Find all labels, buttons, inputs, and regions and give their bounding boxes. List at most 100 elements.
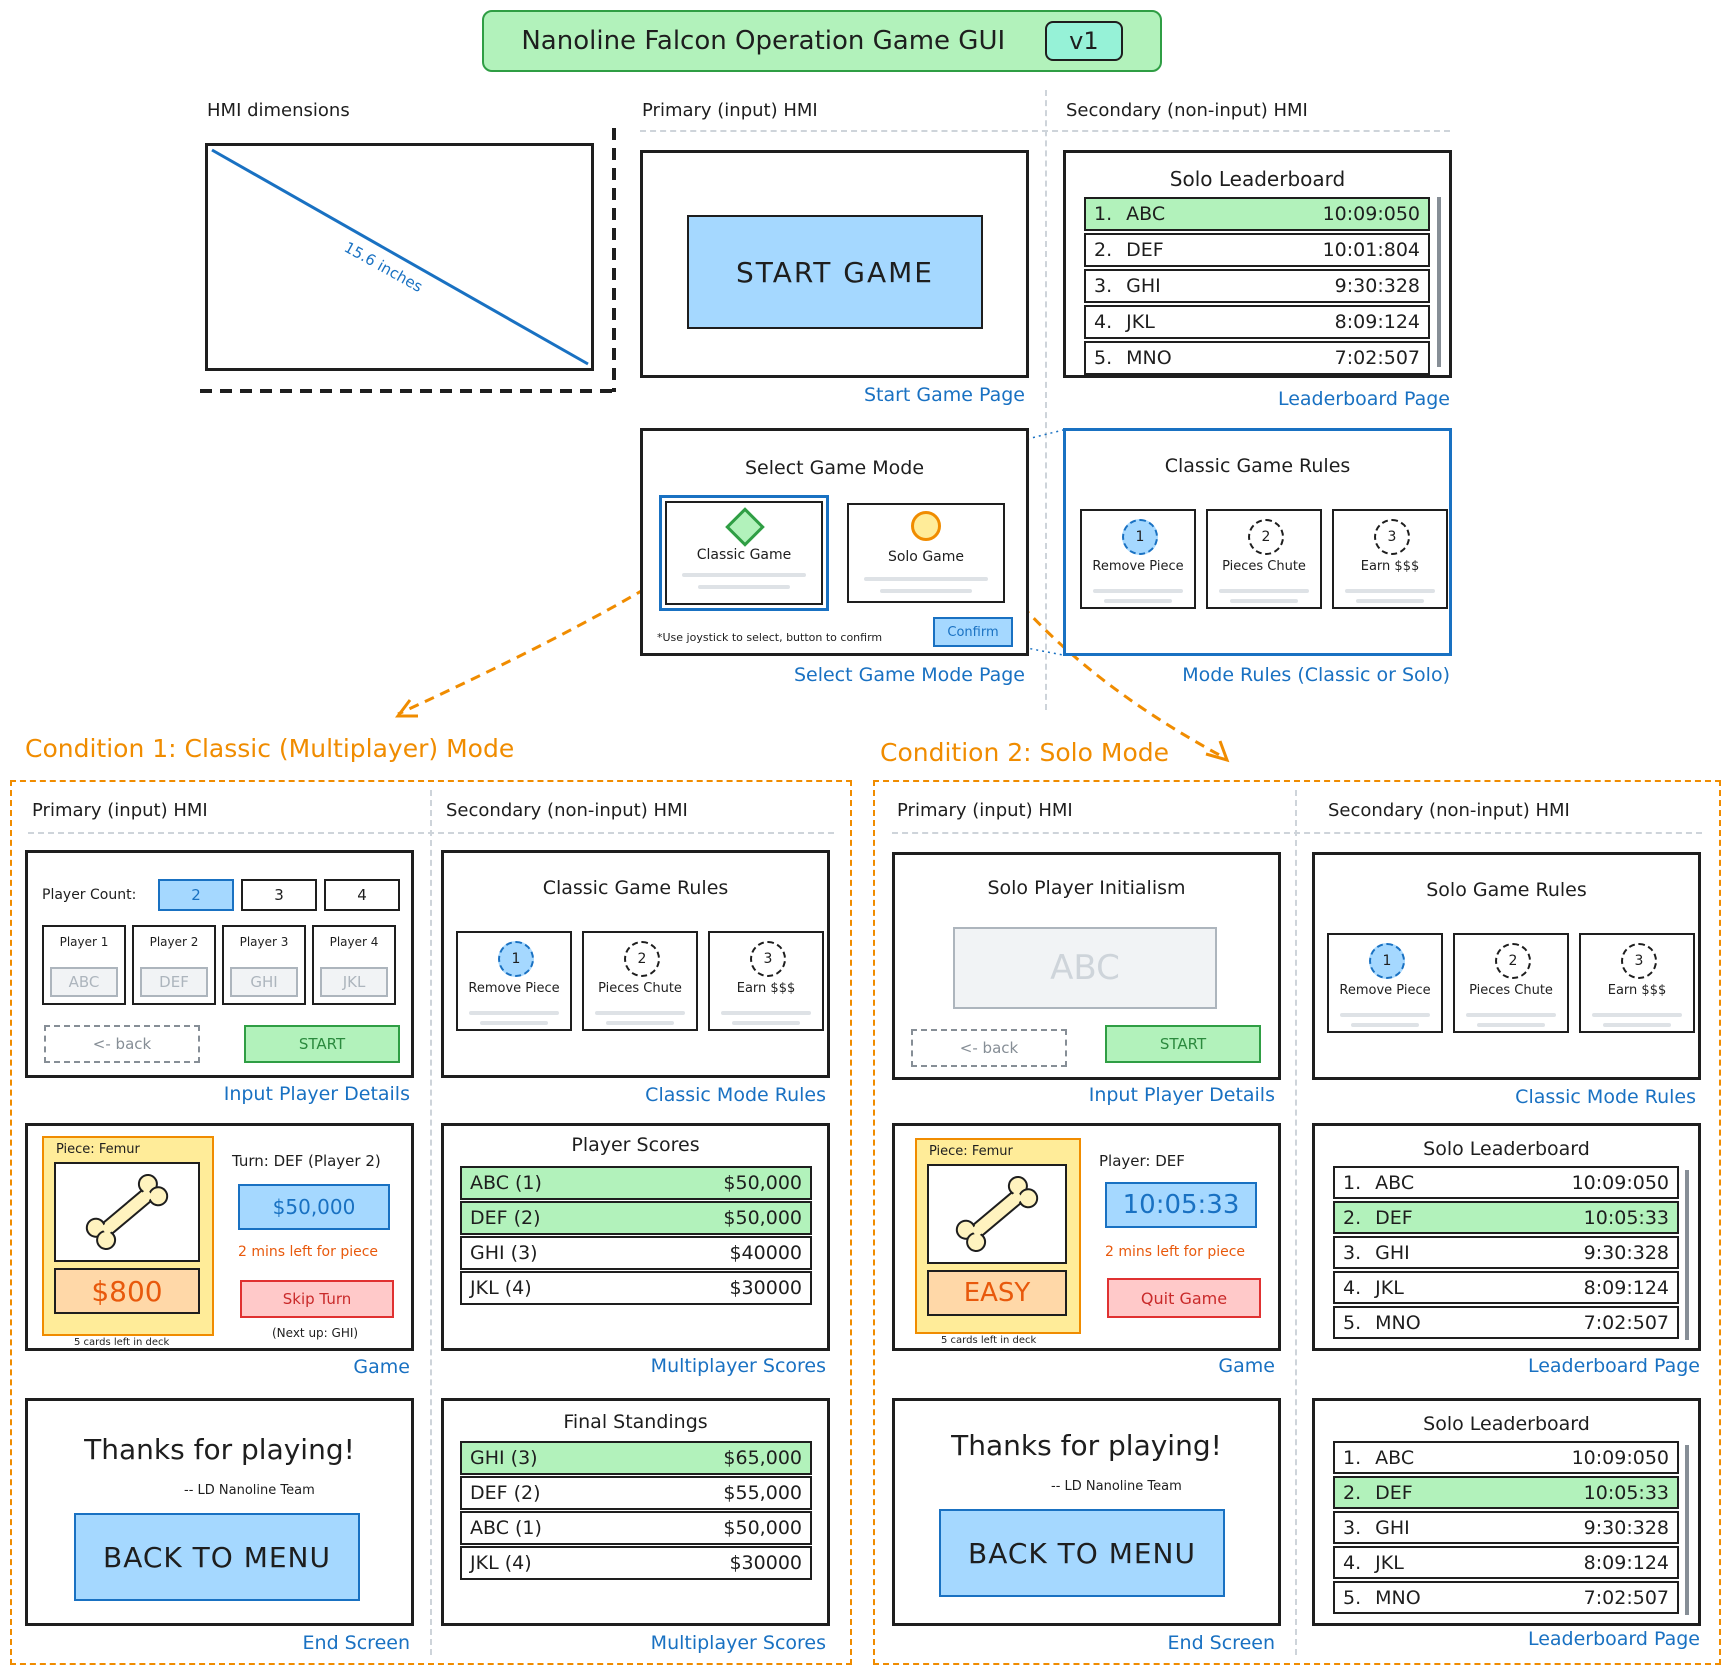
row-rank-name: 1.ABC [1094, 203, 1165, 225]
row-name: GHI [1375, 1241, 1410, 1264]
score-row: JKL (4) $30000 [460, 1546, 812, 1580]
c1-end-caption: End Screen [302, 1632, 410, 1654]
count-option-4[interactable]: 4 [324, 879, 400, 911]
row-name: GHI [1375, 1516, 1410, 1539]
c1-secondary-header: Secondary (non-input) HMI [446, 800, 688, 821]
row-name: JKL [1375, 1551, 1404, 1574]
row-rank-name: 4.JKL [1343, 1277, 1404, 1299]
solo-initialism-title: Solo Player Initialism [987, 877, 1186, 899]
placeholder-line [1351, 1023, 1419, 1027]
score-row: ABC (1)$50,000 [460, 1511, 812, 1545]
count-option-2[interactable]: 2 [158, 879, 234, 911]
score-name: GHI (3) [470, 1447, 538, 1469]
score-value: $30000 [729, 1277, 802, 1299]
c2-leaderboard2-title: Solo Leaderboard [1423, 1413, 1590, 1435]
c1-rules-caption: Classic Mode Rules [645, 1084, 826, 1106]
condition-2-frame [873, 780, 1721, 1665]
c2-primary-header: Primary (input) HMI [897, 800, 1073, 821]
score-value: $30000 [729, 1552, 802, 1574]
rule-label: Earn $$$ [1607, 983, 1667, 998]
rule-label: Pieces Chute [1469, 983, 1553, 998]
start-game-button[interactable]: START GAME [687, 215, 983, 329]
row-rank: 1. [1343, 1171, 1362, 1194]
final-title: Final Standings [563, 1411, 708, 1433]
player-initials-input[interactable]: GHI [230, 967, 298, 997]
c1-end-page: Thanks for playing! -- LD Nanoline Team … [25, 1398, 414, 1626]
player-initials-input[interactable]: JKL [320, 967, 388, 997]
row-rank: 3. [1343, 1516, 1362, 1539]
score-name: JKL (4) [470, 1552, 532, 1574]
confirm-button[interactable]: Confirm [933, 617, 1013, 647]
player-initials-input[interactable]: ABC [50, 967, 118, 997]
piece-value: $800 [54, 1268, 200, 1314]
count-option-3[interactable]: 3 [241, 879, 317, 911]
back-to-menu-button[interactable]: BACK TO MENU [74, 1513, 360, 1601]
classic-game-label: Classic Game [696, 547, 792, 563]
c2-leaderboard-scrollbar[interactable] [1685, 1170, 1689, 1340]
player-initials-input[interactable]: DEF [140, 967, 208, 997]
piece-label: Piece: Femur [56, 1142, 140, 1157]
start-button[interactable]: START [244, 1025, 400, 1063]
row-name: DEF [1126, 239, 1164, 261]
row-rank-name: 3.GHI [1343, 1242, 1410, 1264]
bone-icon [85, 1174, 169, 1250]
row-time: 8:09:124 [1583, 1551, 1669, 1574]
solo-game-card[interactable]: Solo Game [847, 503, 1005, 603]
c2-leaderboard2-scrollbar[interactable] [1685, 1445, 1689, 1615]
row-rank-name: 5.MNO [1343, 1587, 1421, 1609]
rule-label: Pieces Chute [598, 981, 682, 996]
rule-label: Remove Piece [1339, 983, 1431, 998]
row-rank: 1. [1343, 1446, 1362, 1469]
c2-back-button[interactable]: <- back [911, 1029, 1067, 1067]
c2-start-button[interactable]: START [1105, 1025, 1261, 1063]
step-number-icon: 1 [498, 941, 534, 977]
initials-input[interactable]: ABC [953, 927, 1217, 1009]
skip-turn-button[interactable]: Skip Turn [240, 1280, 394, 1318]
team-signature: -- LD Nanoline Team [184, 1483, 315, 1498]
c2-back-to-menu-button[interactable]: BACK TO MENU [939, 1509, 1225, 1597]
row-time: 9:30:328 [1583, 1516, 1669, 1539]
score-row: JKL (4)$30000 [460, 1271, 812, 1305]
row-time: 8:09:124 [1334, 311, 1420, 333]
circle-icon [911, 511, 941, 541]
bone-image [54, 1162, 200, 1262]
leaderboard-scrollbar[interactable] [1437, 197, 1441, 367]
classic-game-card[interactable]: Classic Game [665, 501, 823, 605]
step-number-icon: 3 [750, 941, 786, 977]
score-value: $50,000 [723, 1517, 802, 1539]
c2-time-left: 2 mins left for piece [1105, 1244, 1246, 1260]
select-mode-caption: Select Game Mode Page [793, 664, 1025, 686]
rules-title: Classic Game Rules [1164, 455, 1351, 477]
c1-primary-header: Primary (input) HMI [32, 800, 208, 821]
select-game-mode-page: Select Game Mode Classic Game Solo Game … [640, 428, 1029, 656]
score-row: GHI (3)$65,000 [460, 1441, 812, 1475]
score-name: DEF (2) [470, 1482, 541, 1504]
c2-input-page: Solo Player Initialism ABC <- back START [892, 852, 1281, 1080]
c1-input-caption: Input Player Details [223, 1083, 410, 1105]
leaderboard-caption: Leaderboard Page [1277, 388, 1450, 410]
score-row: DEF (2)$55,000 [460, 1476, 812, 1510]
step-number-icon: 2 [1248, 519, 1284, 555]
leaderboard-row: 3. GHI 9:30:328 [1333, 1511, 1679, 1544]
row-rank-name: 2.DEF [1094, 239, 1164, 261]
rule-label: Earn $$$ [1360, 559, 1420, 574]
secondary-header-top: Secondary (non-input) HMI [1066, 100, 1308, 121]
c1-final-caption: Multiplayer Scores [650, 1632, 826, 1654]
placeholder-line [732, 1021, 800, 1025]
back-button[interactable]: <- back [44, 1025, 200, 1063]
c2-divider-h [892, 832, 1702, 834]
piece-card: Piece: Femur $800 [42, 1136, 214, 1336]
diamond-icon [725, 507, 765, 547]
quit-game-button[interactable]: Quit Game [1107, 1278, 1261, 1318]
step-number-icon: 1 [1369, 943, 1405, 979]
